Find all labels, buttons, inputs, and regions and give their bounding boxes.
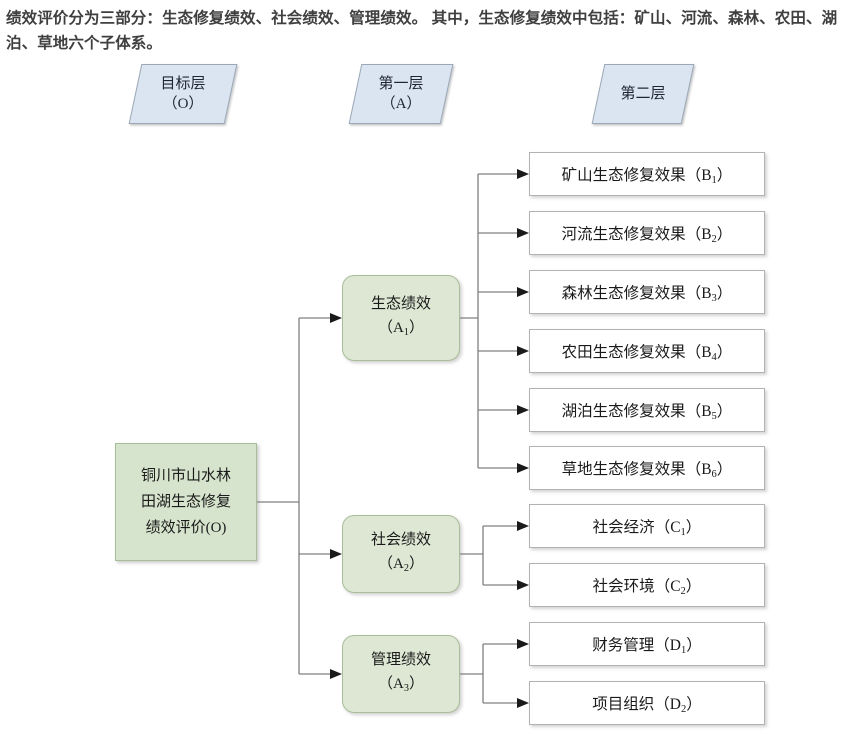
node-indicator-c2-label: 社会环境 bbox=[592, 578, 655, 595]
node-criteria-a3-label: 管理绩效 bbox=[370, 651, 431, 668]
node-indicator-d2[interactable]: 项目组织（D2） bbox=[529, 681, 765, 725]
node-criteria-a3-code-sub: 3 bbox=[403, 682, 409, 694]
arrow-b6 bbox=[517, 463, 529, 473]
arrow-c2 bbox=[517, 580, 529, 590]
node-indicator-b3-code: （B3） bbox=[685, 284, 733, 304]
node-goal[interactable]: 铜川市山水林 田湖生态修复 绩效评价(O) bbox=[115, 443, 257, 561]
node-goal-line2: 田湖生态修复 bbox=[140, 494, 231, 510]
node-indicator-b2[interactable]: 河流生态修复效果（B2） bbox=[529, 211, 765, 255]
node-criteria-a2-code: （A2） bbox=[378, 552, 424, 581]
node-indicator-b4-label: 农田生态修复效果 bbox=[561, 344, 686, 361]
node-indicator-b5-label: 湖泊生态修复效果 bbox=[561, 403, 686, 420]
arrow-d2 bbox=[517, 698, 529, 708]
node-criteria-a1-label: 生态绩效 bbox=[370, 295, 431, 312]
node-indicator-b5-code: （B5） bbox=[685, 402, 733, 422]
layer-header-second-line1: 第二层 bbox=[620, 86, 666, 102]
node-goal-text: 铜川市山水林 田湖生态修复 绩效评价(O) bbox=[141, 463, 231, 541]
node-indicator-d1-label: 财务管理 bbox=[592, 637, 655, 654]
layer-header-goal-line1: 目标层 bbox=[160, 76, 206, 92]
node-criteria-a2-code-suffix: ） bbox=[408, 555, 424, 572]
node-indicator-b3-label: 森林生态修复效果 bbox=[561, 285, 686, 302]
node-indicator-c2-code: （C2） bbox=[654, 577, 702, 597]
arrow-a1 bbox=[330, 313, 342, 323]
node-indicator-c2[interactable]: 社会环境（C2） bbox=[529, 563, 765, 607]
node-criteria-a2-code-prefix: （A bbox=[378, 555, 404, 572]
layer-header-second: 第二层 bbox=[591, 64, 695, 124]
node-criteria-a2-code-sub: 2 bbox=[403, 562, 409, 574]
node-indicator-b4-code: （B4） bbox=[685, 343, 733, 363]
layer-header-goal: 目标层 （O） bbox=[128, 64, 238, 124]
node-criteria-a3-code-prefix: （A bbox=[378, 675, 404, 692]
node-indicator-b1-code: （B1） bbox=[685, 166, 733, 186]
caption-text: 绩效评价分为三部分：生态修复绩效、社会绩效、管理绩效。 其中，生态修复绩效中包括… bbox=[6, 10, 838, 52]
layer-header-first: 第一层 （A） bbox=[348, 64, 454, 124]
node-indicator-b1[interactable]: 矿山生态修复效果（B1） bbox=[529, 152, 765, 196]
arrow-b4 bbox=[517, 346, 529, 356]
arrow-b1 bbox=[517, 169, 529, 179]
node-indicator-c1-label: 社会经济 bbox=[592, 519, 655, 536]
node-goal-line1: 铜川市山水林 bbox=[140, 468, 231, 484]
node-indicator-c1-code: （C1） bbox=[654, 518, 702, 538]
node-indicator-d1-code: （D1） bbox=[654, 636, 702, 656]
node-criteria-a1-code-suffix: ） bbox=[408, 319, 424, 336]
layer-header-first-line1: 第一层 bbox=[378, 76, 424, 92]
arrow-c1 bbox=[517, 521, 529, 531]
arrow-a2 bbox=[330, 549, 342, 559]
layer-header-second-text: 第二层 bbox=[599, 65, 687, 123]
node-indicator-b6[interactable]: 草地生态修复效果（B6） bbox=[529, 446, 765, 490]
node-indicator-b2-code: （B2） bbox=[685, 225, 733, 245]
node-criteria-a3-code: （A3） bbox=[378, 672, 424, 701]
node-criteria-a2-label: 社会绩效 bbox=[370, 531, 431, 548]
node-goal-line3: 绩效评价(O) bbox=[145, 520, 227, 536]
node-indicator-d1[interactable]: 财务管理（D1） bbox=[529, 622, 765, 666]
node-criteria-a3-code-suffix: ） bbox=[408, 675, 424, 692]
node-criteria-a1-code-prefix: （A bbox=[378, 319, 404, 336]
node-indicator-b4[interactable]: 农田生态修复效果（B4） bbox=[529, 329, 765, 373]
arrow-b5 bbox=[517, 405, 529, 415]
node-indicator-c1[interactable]: 社会经济（C1） bbox=[529, 504, 765, 548]
layer-header-goal-text: 目标层 （O） bbox=[136, 65, 230, 123]
layer-header-goal-line2: （O） bbox=[162, 96, 204, 112]
node-criteria-a1-code: （A1） bbox=[378, 316, 424, 345]
arrow-a3 bbox=[330, 669, 342, 679]
layer-header-first-text: 第一层 （A） bbox=[356, 65, 446, 123]
node-criteria-a1[interactable]: 生态绩效 （A1） bbox=[342, 275, 460, 361]
layer-header-first-line2: （A） bbox=[380, 96, 422, 112]
node-indicator-d2-code: （D2） bbox=[654, 695, 702, 715]
node-indicator-b1-label: 矿山生态修复效果 bbox=[561, 167, 686, 184]
node-indicator-b6-label: 草地生态修复效果 bbox=[561, 461, 686, 478]
node-indicator-b6-code: （B6） bbox=[685, 460, 733, 480]
node-criteria-a1-code-sub: 1 bbox=[403, 326, 409, 338]
arrow-d1 bbox=[517, 639, 529, 649]
node-indicator-b3[interactable]: 森林生态修复效果（B3） bbox=[529, 270, 765, 314]
arrow-b2 bbox=[517, 228, 529, 238]
node-indicator-b2-label: 河流生态修复效果 bbox=[561, 226, 686, 243]
node-criteria-a3[interactable]: 管理绩效 （A3） bbox=[342, 635, 460, 713]
node-indicator-b5[interactable]: 湖泊生态修复效果（B5） bbox=[529, 388, 765, 432]
node-criteria-a2[interactable]: 社会绩效 （A2） bbox=[342, 515, 460, 593]
arrow-b3 bbox=[517, 287, 529, 297]
node-indicator-d2-label: 项目组织 bbox=[592, 696, 655, 713]
